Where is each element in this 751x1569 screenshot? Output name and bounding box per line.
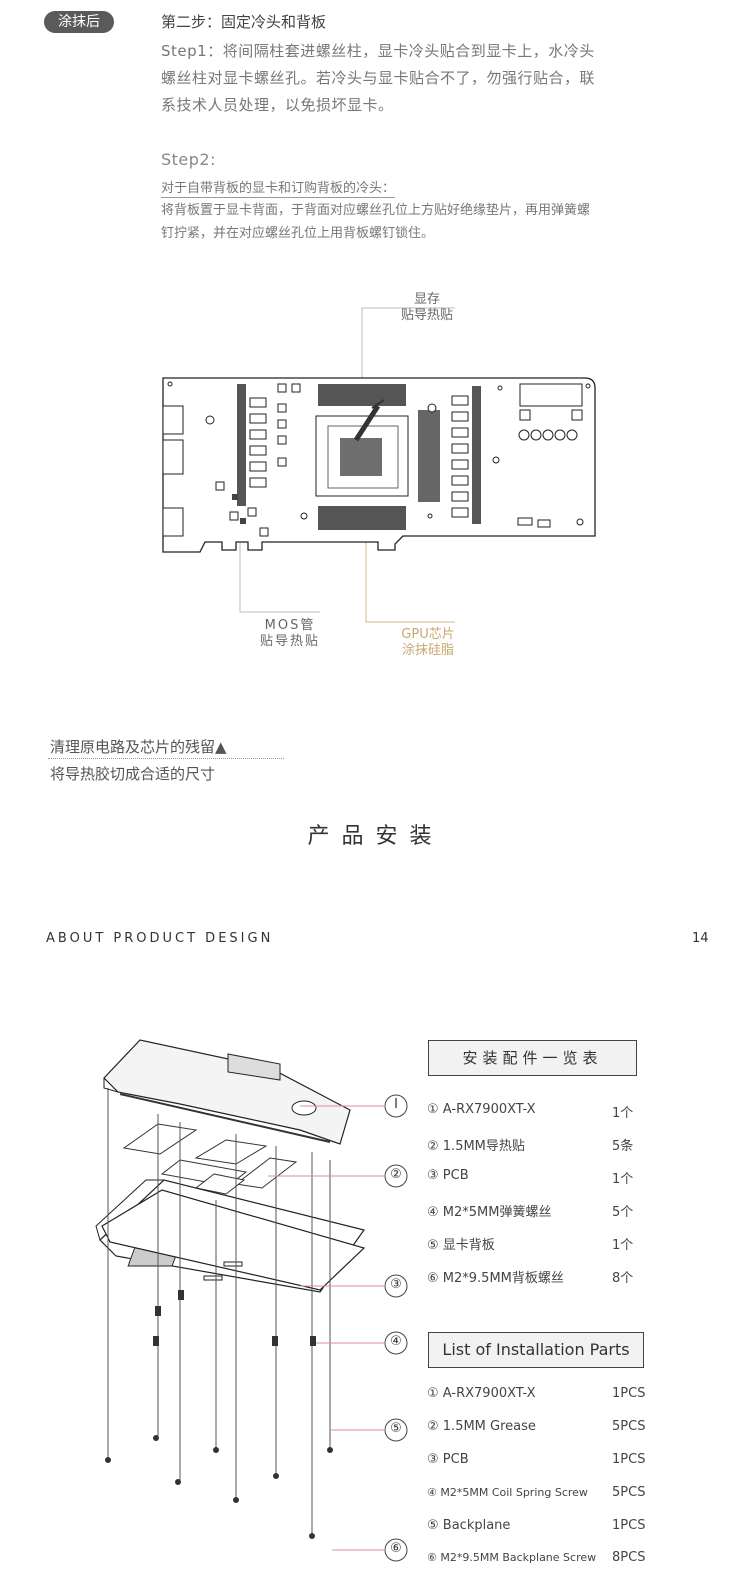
parts-cn-qty-1: 1个 — [612, 1106, 634, 1121]
parts-list-en-title: List of Installation Parts — [428, 1332, 644, 1368]
parts-en-item-4: ④ M2*5MM Coil Spring Screw — [427, 1486, 588, 1499]
gpu-label: GPU芯片 涂抹硅脂 — [390, 627, 466, 659]
callout-2: ② — [390, 1167, 402, 1182]
parts-cn-item-2: ② 1.5MM导热贴 — [427, 1139, 525, 1154]
section-title: 产品安装 — [307, 824, 444, 849]
vram-label: 显存 贴导热贴 — [392, 292, 462, 324]
parts-en-qty-1: 1PCS — [612, 1386, 646, 1401]
parts-en-item-6: ⑥ M2*9.5MM Backplane Screw — [427, 1551, 597, 1564]
parts-en-qty-4: 5PCS — [612, 1485, 646, 1500]
mos-label: MOS管 贴导热贴 — [250, 618, 330, 650]
step2-heading: 对于自带背板的显卡和订购背板的冷头： — [161, 177, 396, 198]
parts-cn-qty-6: 8个 — [612, 1271, 634, 1286]
parts-cn-qty-4: 5个 — [612, 1205, 634, 1220]
parts-cn-qty-5: 1个 — [612, 1238, 634, 1253]
parts-en-qty-2: 5PCS — [612, 1419, 646, 1434]
parts-cn-item-4: ④ M2*5MM弹簧螺丝 — [427, 1205, 552, 1220]
parts-en-qty-3: 1PCS — [612, 1452, 646, 1467]
parts-cn-item-6: ⑥ M2*9.5MM背板螺丝 — [427, 1271, 564, 1286]
parts-list-cn-title: 安装配件一览表 — [428, 1040, 637, 1076]
step2-label: Step2: — [161, 150, 216, 169]
parts-cn-item-5: ⑤ 显卡背板 — [427, 1238, 495, 1253]
step1-text: Step1：将间隔柱套进螺丝柱，显卡冷头贴合到显卡上，水冷头螺丝柱对显卡螺丝孔。… — [161, 42, 596, 114]
exploded-assembly-diagram — [95, 1039, 408, 1562]
callout-4: ④ — [390, 1334, 402, 1349]
note-clean: 清理原电路及芯片的残留▲ — [50, 738, 227, 756]
parts-en-item-2: ② 1.5MM Grease — [427, 1419, 536, 1434]
parts-cn-item-1: ① A-RX7900XT-X — [427, 1102, 536, 1117]
mos-label-line2: 贴导热贴 — [259, 634, 320, 649]
page-number: 14 — [692, 931, 709, 946]
mos-label-line1: MOS管 — [264, 618, 316, 633]
gpu-label-line2: 涂抹硅脂 — [401, 643, 454, 658]
callout-6: ⑥ — [390, 1541, 402, 1556]
gpu-label-line1: GPU芯片 — [401, 627, 455, 642]
pcb-diagram — [162, 307, 596, 623]
parts-en-item-5: ⑤ Backplane — [427, 1518, 511, 1533]
parts-en-qty-6: 8PCS — [612, 1550, 646, 1565]
parts-cn-qty-2: 5条 — [612, 1139, 634, 1154]
about-heading: ABOUT PRODUCT DESIGN — [46, 931, 274, 946]
parts-en-qty-5: 1PCS — [612, 1518, 646, 1533]
status-badge: 涂抹后 — [44, 11, 114, 33]
parts-en-item-3: ③ PCB — [427, 1452, 469, 1467]
parts-cn-item-3: ③ PCB — [427, 1168, 469, 1183]
vram-label-line1: 显存 — [413, 292, 440, 307]
callout-1: Ⅰ — [394, 1097, 398, 1112]
parts-en-item-1: ① A-RX7900XT-X — [427, 1386, 536, 1401]
parts-cn-qty-3: 1个 — [612, 1172, 634, 1187]
step2-text: 将背板置于显卡背面，于背面对应螺丝孔位上方贴好绝缘垫片，再用弹簧螺钉拧紧，并在对… — [161, 203, 591, 241]
vram-label-line2: 贴导热贴 — [400, 308, 453, 323]
callout-5: ⑤ — [390, 1421, 402, 1436]
callout-3: ③ — [390, 1277, 402, 1292]
step-title: 第二步：固定冷头和背板 — [161, 13, 327, 31]
note-cut: 将导热胶切成合适的尺寸 — [50, 765, 216, 783]
note-divider — [48, 758, 284, 759]
